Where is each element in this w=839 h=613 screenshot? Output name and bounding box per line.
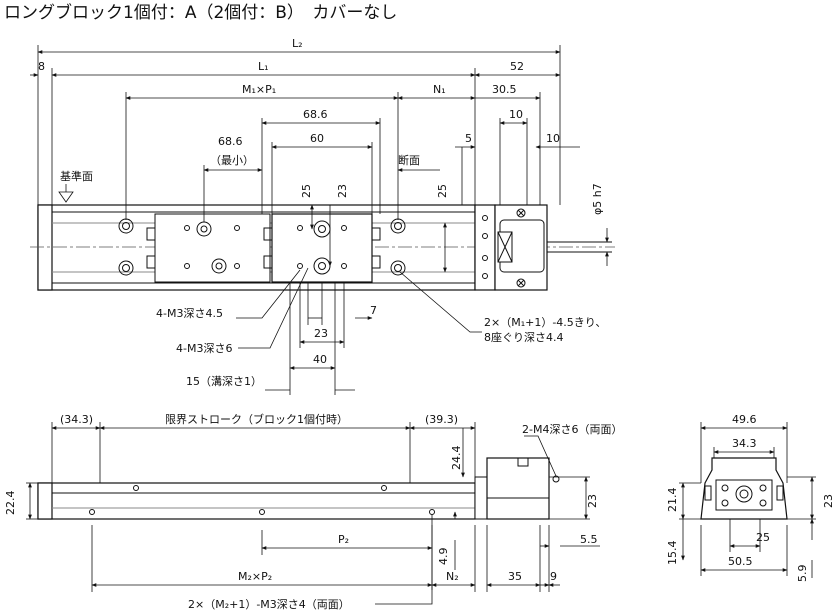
dim-23-b: 23	[314, 327, 328, 340]
dim-50-5: 50.5	[728, 555, 753, 568]
dim-shaft: φ5 h7	[591, 183, 604, 215]
dim-n2: N₂	[446, 570, 459, 583]
dim-21-4: 21.4	[666, 488, 679, 513]
note-holes-2: 8座ぐり深さ4.4	[484, 330, 564, 344]
dim-9: 9	[550, 570, 557, 583]
dim-5-9: 5.9	[796, 565, 809, 583]
end-view	[679, 422, 816, 578]
note-holes-1: 2×（M₁+1）-4.5きり、	[484, 316, 606, 329]
motor-bracket	[474, 204, 496, 291]
dim-30-5: 30.5	[492, 83, 517, 96]
dim-n1: N₁	[433, 83, 446, 96]
dim-40: 40	[313, 353, 327, 366]
dim-25-b: 25	[436, 184, 449, 198]
side-view	[26, 422, 600, 605]
note-m3-6: 4-M3深さ6	[176, 342, 232, 355]
dim-side-24-4: 24.4	[450, 446, 463, 471]
dim-motor-length: 52	[510, 60, 524, 73]
dim-l1: L₁	[258, 60, 269, 73]
dim-7: 7	[370, 304, 377, 317]
top-view-dimensions	[30, 45, 609, 395]
dim-4-9: 4.9	[437, 548, 450, 566]
dim-side-23: 23	[586, 494, 599, 508]
note-m3-bottom: 2×（M₂+1）-M3深さ4（両面）	[188, 598, 350, 611]
dim-15-4: 15.4	[666, 541, 679, 566]
end-view-labels: 49.6 34.3 21.4 23 25 15.4 50.5 5.9	[666, 413, 835, 582]
dim-m2p2: M₂×P₂	[238, 570, 272, 583]
note-m4: 2-M4深さ6（両面）	[522, 423, 622, 436]
dim-end-23: 23	[822, 494, 835, 508]
dim-68-6-min: 68.6	[218, 135, 243, 148]
dim-end-offset: 8	[38, 60, 45, 73]
dim-25: 25	[756, 531, 770, 544]
dim-5: 5	[465, 132, 472, 145]
dim-49-6: 49.6	[732, 413, 757, 426]
dim-23-a: 23	[336, 184, 349, 198]
dim-side-22-4: 22.4	[4, 491, 17, 516]
rail-end-cap	[37, 204, 53, 291]
dim-side-34-3: (34.3)	[60, 413, 93, 426]
dim-60: 60	[310, 132, 324, 145]
note-m3-4-5: 4-M3深さ4.5	[156, 307, 223, 320]
dim-min-label: （最小）	[210, 154, 254, 167]
top-view-labels: L₂ L₁ 8 52 M₁×P₁ N₁ 30.5 10 10 68.6 60 6…	[38, 37, 606, 388]
drawing-title: ロングブロック1個付：A（2個付：B） カバーなし	[4, 2, 397, 23]
dim-25-a: 25	[300, 184, 313, 198]
dim-35: 35	[508, 570, 522, 583]
dim-p2: P₂	[338, 533, 349, 546]
dim-10-b: 10	[546, 132, 560, 145]
slider-block-right	[271, 213, 373, 283]
dim-5-5: 5.5	[580, 533, 598, 546]
dim-side-39-3: (39.3)	[425, 413, 458, 426]
side-rail-body	[37, 482, 476, 520]
dim-stroke: 限界ストローク（ブロック1個付時）	[165, 412, 348, 426]
ref-surface-label: 基準面	[60, 169, 93, 183]
dim-end-34-3: 34.3	[732, 437, 757, 450]
side-motor-body	[486, 457, 550, 520]
dim-68-6-top: 68.6	[303, 108, 328, 121]
dim-m1p1: M₁×P₁	[242, 83, 276, 96]
section-label: 断面	[398, 153, 420, 167]
note-groove: 15（溝深さ1）	[186, 375, 262, 388]
top-view	[30, 204, 615, 291]
side-view-labels: (34.3) 限界ストローク（ブロック1個付時） (39.3) 24.4 22.…	[4, 412, 622, 611]
dim-l2: L₂	[292, 37, 303, 50]
dim-10-a: 10	[509, 108, 523, 121]
slider-block-left	[154, 213, 271, 283]
